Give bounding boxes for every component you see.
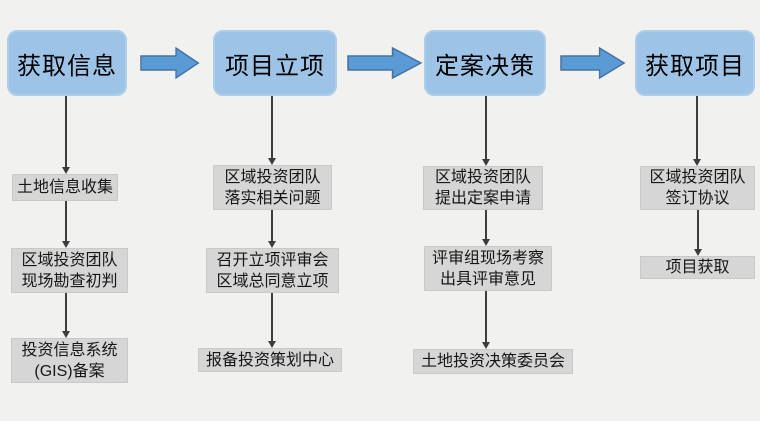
- stage-label: 定案决策: [435, 52, 535, 80]
- step-box-investment-committee: 土地投资决策委员会: [413, 349, 573, 374]
- flow-arrow-icon: [347, 46, 423, 80]
- flow-arrow-icon: [560, 46, 626, 80]
- step-box-land-info-collection: 土地信息收集: [12, 174, 118, 201]
- flow-arrow-icon: [140, 46, 200, 80]
- connector-arrow: [62, 201, 70, 248]
- step-box-sign-agreement: 区域投资团队 签订协议: [640, 166, 755, 210]
- stage-label: 获取项目: [645, 52, 745, 80]
- step-box-review-opinion: 评审组现场考察 出具评审意见: [424, 246, 552, 291]
- step-box-site-survey: 区域投资团队 现场勘查初判: [11, 248, 128, 293]
- connector-arrow: [268, 96, 276, 165]
- connector-arrow: [693, 96, 701, 166]
- step-box-report-planning-center: 报备投资策划中心: [198, 348, 342, 372]
- connector-arrow: [268, 293, 276, 348]
- step-box-project-acquired: 项目获取: [640, 256, 755, 279]
- connector-arrow: [62, 292, 70, 338]
- connector-arrow: [62, 96, 70, 174]
- connector-arrow: [694, 210, 702, 256]
- step-box-resolve-issues: 区域投资团队 落实相关问题: [213, 165, 332, 210]
- stage-label: 获取信息: [17, 52, 117, 80]
- step-box-initiation-review: 召开立项评审会 区域总同意立项: [206, 248, 339, 293]
- stage-box-final-decision: 定案决策: [424, 30, 546, 96]
- step-box-gis-filing: 投资信息系统 (GIS)备案: [11, 338, 128, 383]
- connector-arrow: [482, 96, 490, 166]
- connector-arrow: [268, 210, 276, 248]
- stage-box-acquire-info: 获取信息: [7, 30, 127, 96]
- stage-box-acquire-project: 获取项目: [635, 30, 755, 96]
- step-box-final-application: 区域投资团队 提出定案申请: [423, 166, 543, 210]
- stage-box-project-initiation: 项目立项: [213, 30, 337, 96]
- stage-label: 项目立项: [225, 52, 325, 80]
- connector-arrow: [482, 210, 490, 246]
- connector-arrow: [482, 290, 490, 349]
